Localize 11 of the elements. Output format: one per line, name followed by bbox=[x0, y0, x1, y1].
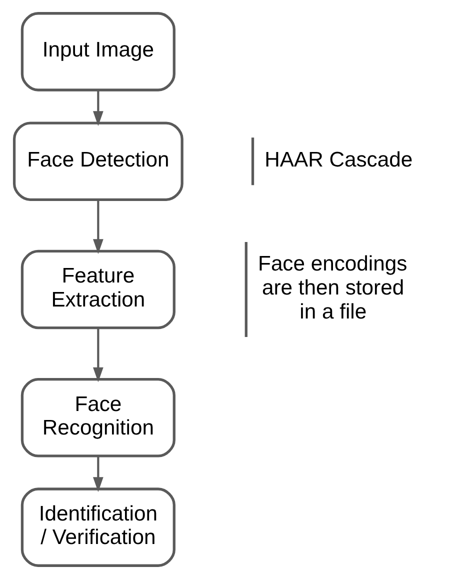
node-box: Input Image bbox=[20, 12, 175, 92]
arrow bbox=[92, 328, 103, 382]
node-label: Face encodings are then stored in a file bbox=[258, 252, 407, 324]
arrow bbox=[92, 456, 103, 492]
node-box: Face Recognition bbox=[20, 378, 175, 458]
arrow bbox=[92, 90, 103, 126]
node-box: Identification/ Verification bbox=[20, 488, 175, 567]
node-label: HAAR Cascade bbox=[264, 148, 412, 172]
node-box: Face Detection bbox=[12, 122, 183, 201]
arrow bbox=[92, 200, 103, 254]
node-box: Feature Extraction bbox=[20, 250, 175, 330]
